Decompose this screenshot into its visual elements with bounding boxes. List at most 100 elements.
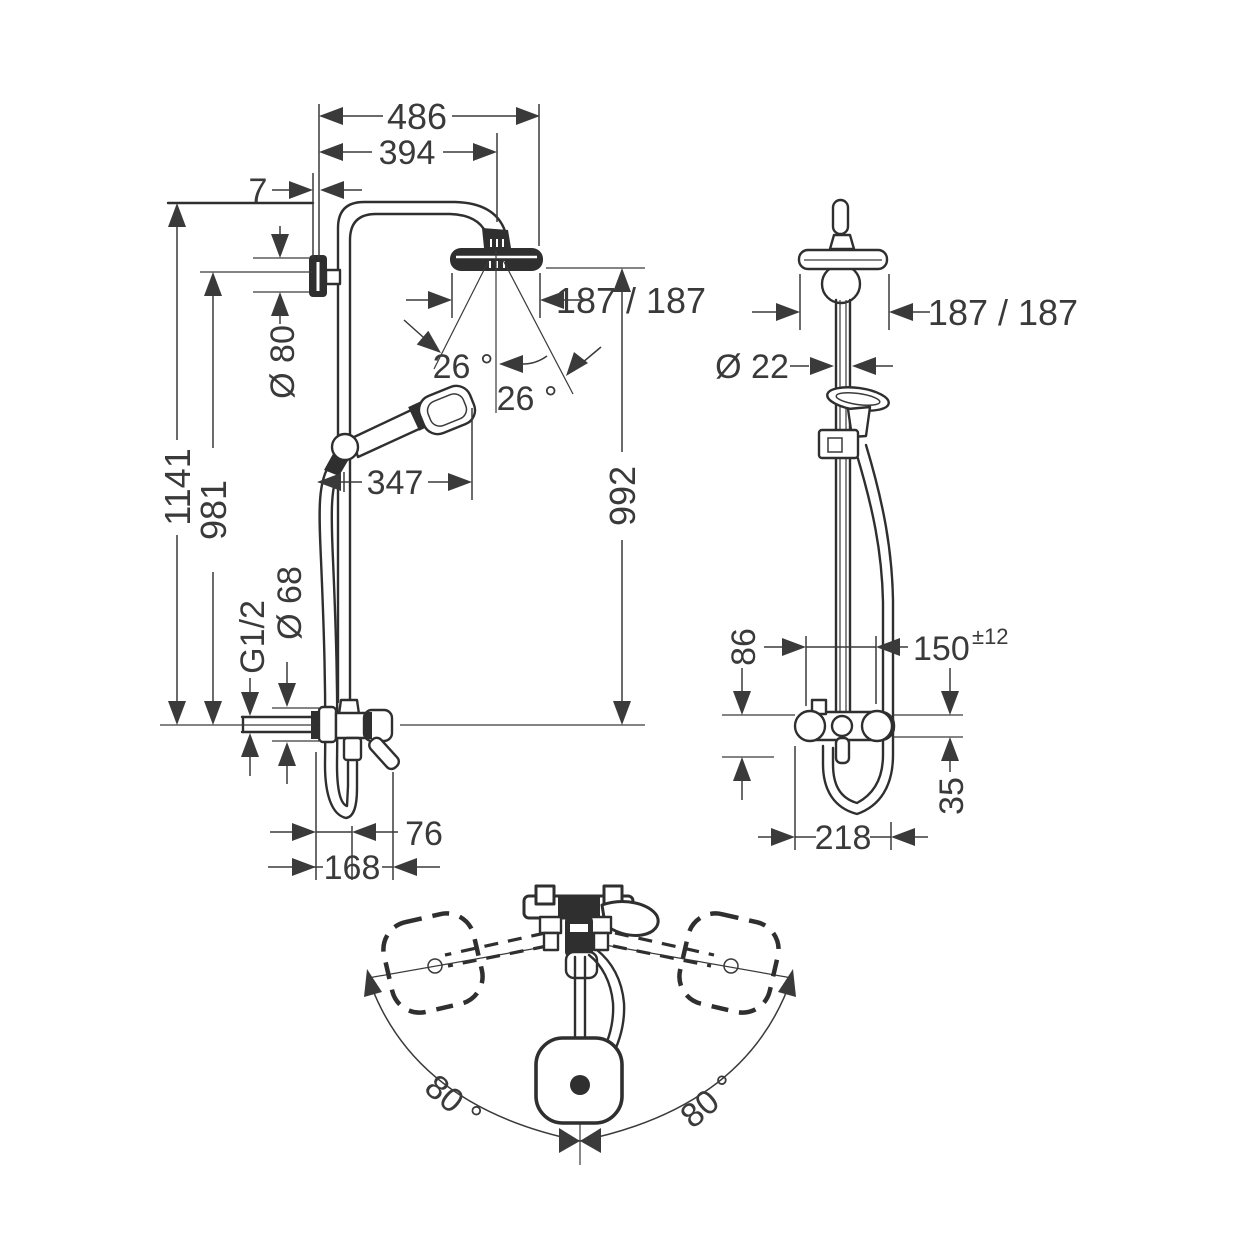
- ghost-center-right: [723, 958, 739, 974]
- top-valve-slot: [570, 924, 588, 932]
- screw-left: [534, 884, 556, 906]
- handshower-head: [417, 384, 477, 436]
- union-left-b: [542, 931, 560, 952]
- riser-pipe-outer: [336, 200, 507, 704]
- top-valve-handle: [600, 900, 660, 937]
- dim-347: 347: [317, 408, 473, 502]
- ghost-arm-left-2: [447, 944, 548, 968]
- arc-center-mark-left: [559, 1128, 580, 1153]
- dim-486: 486: [318, 96, 540, 258]
- side-valve-right-union: [860, 709, 894, 743]
- dim-dia80-label: Ø 80: [264, 325, 302, 399]
- valve-lever: [368, 736, 401, 771]
- dim-35: 35: [933, 668, 971, 815]
- dim-187-front-label: 187 / 187: [556, 280, 706, 321]
- side-valve-cartridge: [830, 714, 854, 738]
- swivel-joint: [564, 950, 599, 980]
- dim-486-label: 486: [387, 96, 447, 137]
- dim-187-side-label: 187 / 187: [928, 292, 1078, 333]
- arc-arrow-right: [778, 969, 796, 997]
- union-left-a: [538, 915, 563, 935]
- dim-g12-label: G1/2: [234, 600, 272, 674]
- dim-dia80: Ø 80: [253, 226, 309, 399]
- dim-218: 218: [758, 746, 928, 857]
- dim-7-label: 7: [249, 172, 268, 210]
- dim-168-label: 168: [324, 849, 381, 887]
- dim-992: 992: [400, 267, 645, 726]
- side-ball-joint: [820, 263, 862, 305]
- escutcheon-flange: [317, 705, 338, 744]
- dim-187-front: 187 / 187: [406, 273, 706, 321]
- dim-394-label: 394: [379, 134, 436, 172]
- arc-center-mark-right: [580, 1128, 601, 1153]
- arc-arrow-left: [364, 969, 382, 997]
- dim-80-left-label: 80 °: [418, 1067, 489, 1135]
- dim-80-right-label: 80 °: [673, 1067, 744, 1135]
- front-view: 486 394 7 1141: [157, 96, 706, 887]
- ghost-arm-right-2: [612, 944, 712, 968]
- swivel-position-left: [381, 911, 548, 1015]
- top-head-center: [570, 1075, 590, 1095]
- handshower-ghost-left: [381, 911, 485, 1015]
- dim-7: 7: [249, 172, 362, 258]
- dim-1141: 1141: [157, 203, 198, 725]
- union-right-b: [592, 931, 610, 952]
- dim-394: 394: [319, 133, 498, 222]
- hose-front-inner: [330, 466, 350, 808]
- dim-347-label: 347: [367, 464, 424, 502]
- side-view: 187 / 187 Ø 22 86: [715, 198, 1078, 857]
- dim-dia22: Ø 22: [715, 348, 893, 386]
- dim-76-label: 76: [405, 815, 443, 853]
- top-view: 80 ° 80 °: [364, 884, 796, 1165]
- hose-side-inner: [831, 450, 885, 805]
- valve-body: [334, 711, 368, 740]
- holder-cradle-inner: [835, 392, 881, 406]
- radius-line-left: [367, 944, 556, 979]
- handshower-face: [426, 393, 468, 427]
- bracket-arm: [324, 268, 342, 286]
- dim-86-label: 86: [725, 628, 763, 666]
- top-hose-outer: [595, 948, 626, 1062]
- dim-spray-angles: 26 ° 26 °: [403, 319, 602, 418]
- side-valve-lever: [834, 736, 851, 765]
- handshower-ghost-right: [677, 911, 781, 1015]
- dim-86: 86: [725, 628, 763, 800]
- side-valve-left-union: [793, 709, 827, 743]
- dim-150: 150 ±12: [764, 624, 1009, 706]
- dim-1141-label: 1141: [157, 448, 198, 525]
- ghost-arm-left-1: [444, 931, 546, 957]
- hose-side-outer: [821, 443, 895, 816]
- holder-bracket-slot: [827, 437, 843, 453]
- dim-35-label: 35: [933, 777, 971, 815]
- spray-cone-right: [502, 259, 574, 395]
- swivel-position-right: [612, 911, 781, 1015]
- radius-line-right: [604, 944, 793, 979]
- dim-26-right-label: 26 °: [497, 380, 558, 418]
- dim-26-left-label: 26 °: [433, 348, 494, 386]
- holder-bracket: [817, 428, 860, 460]
- escutcheon-stem: [311, 711, 319, 739]
- ghost-arm-right-1: [614, 931, 715, 957]
- riser-pipe-inner: [348, 212, 488, 704]
- knob-collar: [828, 233, 856, 251]
- dim-981: 981: [193, 271, 312, 725]
- dim-168: 168: [268, 772, 440, 887]
- dim-150-label: 150: [913, 630, 970, 668]
- dim-981-label: 981: [193, 480, 234, 540]
- spray-cone-left: [433, 259, 490, 370]
- plate-center-block: [558, 897, 600, 917]
- valve-top-drawing: [522, 884, 660, 1125]
- ghost-center-left: [427, 958, 443, 974]
- valve-band: [365, 712, 372, 739]
- dim-218-label: 218: [815, 819, 872, 857]
- slider-ball-joint: [330, 432, 360, 462]
- union-right-a: [588, 915, 613, 935]
- shower-system-side-drawing: [793, 198, 896, 816]
- dim-150-tolerance-label: ±12: [972, 624, 1009, 649]
- dim-992-label: 992: [602, 466, 643, 526]
- dim-dia68: Ø 68: [271, 566, 319, 784]
- dim-76: 76: [270, 752, 443, 880]
- dim-dia22-label: Ø 22: [715, 348, 789, 386]
